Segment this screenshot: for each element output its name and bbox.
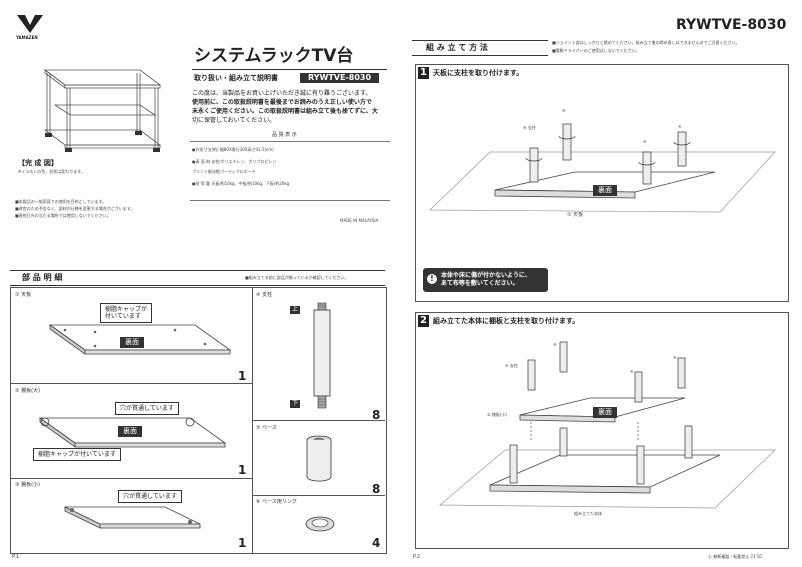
step2-pole-label: ④ 支柱 — [505, 363, 518, 368]
parts-divider — [252, 495, 385, 496]
part-name: ② 棚板(大) — [15, 388, 40, 394]
small-shelf-illustration — [64, 506, 201, 529]
step1-illustration — [429, 123, 776, 213]
part-count: 1 — [238, 369, 247, 383]
title-rule — [192, 69, 387, 70]
callout-resin-cap: 樹脂キャップが 付いています — [100, 303, 153, 324]
callout-through-hole: 穴が貫通しています — [118, 490, 182, 504]
part-name: ⑥ ベース用リング — [256, 499, 297, 505]
step2-mark: ④ — [630, 369, 634, 374]
assembly-note: ■ジョイント部はしっかりと締めてください。組み立て後の締め直しはできませんのでご… — [552, 40, 740, 45]
made-in: MADE IN MALAYSIA — [340, 218, 379, 223]
intro-text: この度は、当製品をお買い上げいただき誠に有り難うございます。 使用前に、この取扱… — [192, 91, 392, 124]
step1-face-label: 裏面 — [593, 185, 617, 196]
part-name: ⑤ ベース — [256, 425, 277, 431]
page-number-left: P.1 — [12, 554, 20, 560]
step2-title: 組み立てた本体に棚板と支柱を取り付けます。 — [433, 317, 580, 325]
part-count: 8 — [372, 408, 381, 422]
assembly-header: 組 み 立 て 方 法 — [412, 40, 548, 56]
intro-line: 末永くご使用ください。この取扱説明書は組み立て後も捨てずに、大 — [192, 108, 378, 115]
part-name: ④ 支柱 — [256, 292, 273, 298]
complete-rack-illustration — [43, 69, 162, 152]
step1-number: 1 — [418, 67, 429, 79]
face-label: 裏面 — [120, 337, 144, 348]
callout-through-hole: 穴が貫通しています — [115, 402, 179, 416]
model-number: RYWTVE-8030 — [676, 17, 787, 33]
quality-row: プリント紙化粧パーティクルボード — [192, 169, 256, 174]
pole-illustration — [313, 302, 331, 409]
step2-mark: ④ — [673, 355, 677, 360]
step2-body-label: 組み立てた本体 — [574, 511, 602, 516]
base-illustration — [306, 435, 332, 482]
assembly-note: ■電動ドライバーのご使用はしないでください。 — [552, 48, 640, 53]
complete-fig-note: ※イラストの色、形状は変わります。 — [18, 169, 85, 174]
base-ring-illustration — [305, 516, 335, 532]
step2-shelf-label: ② 棚板(小) — [487, 412, 507, 417]
step2-panel — [415, 312, 789, 549]
parts-divider — [252, 420, 385, 421]
quality-row: ●耐 荷 重 天板/約10kg、中板/約10kg、下板/約20kg — [192, 181, 290, 186]
step1-title: 天板に支柱を取り付けます。 — [433, 69, 524, 77]
part-count: 4 — [372, 536, 381, 550]
complete-fig-label: 【完 成 図】 — [18, 159, 58, 167]
step1-mark: ④ — [643, 139, 647, 144]
notice-line: ■改良のため予告なく、部材の仕様を変更する場合がございます。 — [15, 206, 135, 211]
quality-row: ●表 面 材 支柱/ポリエチレン、ポリプロピレン — [192, 159, 277, 164]
intro-line: 切に保管しておいてください。 — [192, 117, 276, 124]
parts-heading: 部 品 明 細 — [22, 273, 63, 282]
quality-heading: 品 質 表 示 — [272, 132, 297, 138]
face-label: 裏面 — [118, 426, 142, 437]
copyright: Ⓒ 無断複製・転載禁止 21'10 — [708, 554, 762, 559]
assembly-heading: 組 み 立 て 方 法 — [426, 43, 488, 52]
step1-mark: ④ — [678, 124, 682, 129]
yamazen-logo-icon — [17, 15, 43, 33]
part-count: 8 — [372, 482, 381, 496]
parts-header: 部 品 明 細 ■組み立てる前に部品が揃っているか確認してください。 — [10, 270, 385, 286]
notices: ■本製品の一般家庭での使用を目的としています。 ■改良のため予告なく、部材の仕様… — [15, 200, 134, 218]
step2-illustration — [439, 341, 776, 509]
pole-bottom-mark: 下 — [290, 400, 301, 408]
notice-line: ■本製品の一般家庭での使用を目的としています。 — [15, 199, 107, 204]
part-count: 1 — [238, 463, 247, 477]
quality-row: ●外形寸法(約) 幅80X奥行30X高さ41.5(cm) — [192, 147, 274, 152]
step1-mark: ④ — [562, 108, 566, 113]
subtitle-model: RYWTVE-8030 — [300, 73, 380, 83]
step2-number: 2 — [418, 315, 429, 327]
page-number-right: P.2 — [413, 554, 421, 560]
intro-line: この度は、当製品をお買い上げいただき誠に有り難うございます。 — [192, 90, 372, 97]
brand-logo: YAMAZEN — [15, 13, 45, 41]
intro-line: 使用前に、この取扱説明書を最後までお読みのうえ正しい使い方で — [192, 99, 372, 106]
warning-text: 本体や床に傷が付かないように、 あて布等を敷いてください。 — [441, 272, 531, 287]
parts-grid — [10, 287, 387, 554]
pole-top-mark: 上 — [290, 306, 301, 314]
parts-divider — [10, 478, 252, 479]
notice-line: ■直射日光の当たる場所では使用しないでください。 — [15, 213, 111, 218]
parts-note: ■組み立てる前に部品が揃っているか確認してください。 — [245, 275, 349, 280]
warning-icon: ! — [427, 274, 437, 284]
part-name: ① 天板 — [15, 292, 32, 298]
callout-resin-cap: 樹脂キャップが付いています — [33, 448, 121, 462]
step2-mark: ④ — [553, 342, 557, 347]
subtitle: 取り扱い・組み立て説明書 — [194, 74, 278, 82]
logo-text: YAMAZEN — [16, 35, 38, 40]
step1-panel — [415, 64, 789, 302]
part-count: 1 — [238, 536, 247, 550]
part-name: ③ 棚板(小) — [15, 482, 40, 488]
step1-pole-label: ④ 支柱 — [523, 125, 536, 130]
quality-table: ●外形寸法(約) 幅80X奥行30X高さ41.5(cm) ●表 面 材 支柱/ポ… — [190, 141, 390, 201]
step2-face-label: 裏面 — [593, 407, 617, 418]
step1-warning: ! 本体や床に傷が付かないように、 あて布等を敷いてください。 — [423, 268, 548, 292]
page-title: システムラックTV台 — [194, 46, 354, 66]
step1-board-label: ① 天板 — [567, 212, 584, 218]
parts-divider — [10, 383, 252, 384]
